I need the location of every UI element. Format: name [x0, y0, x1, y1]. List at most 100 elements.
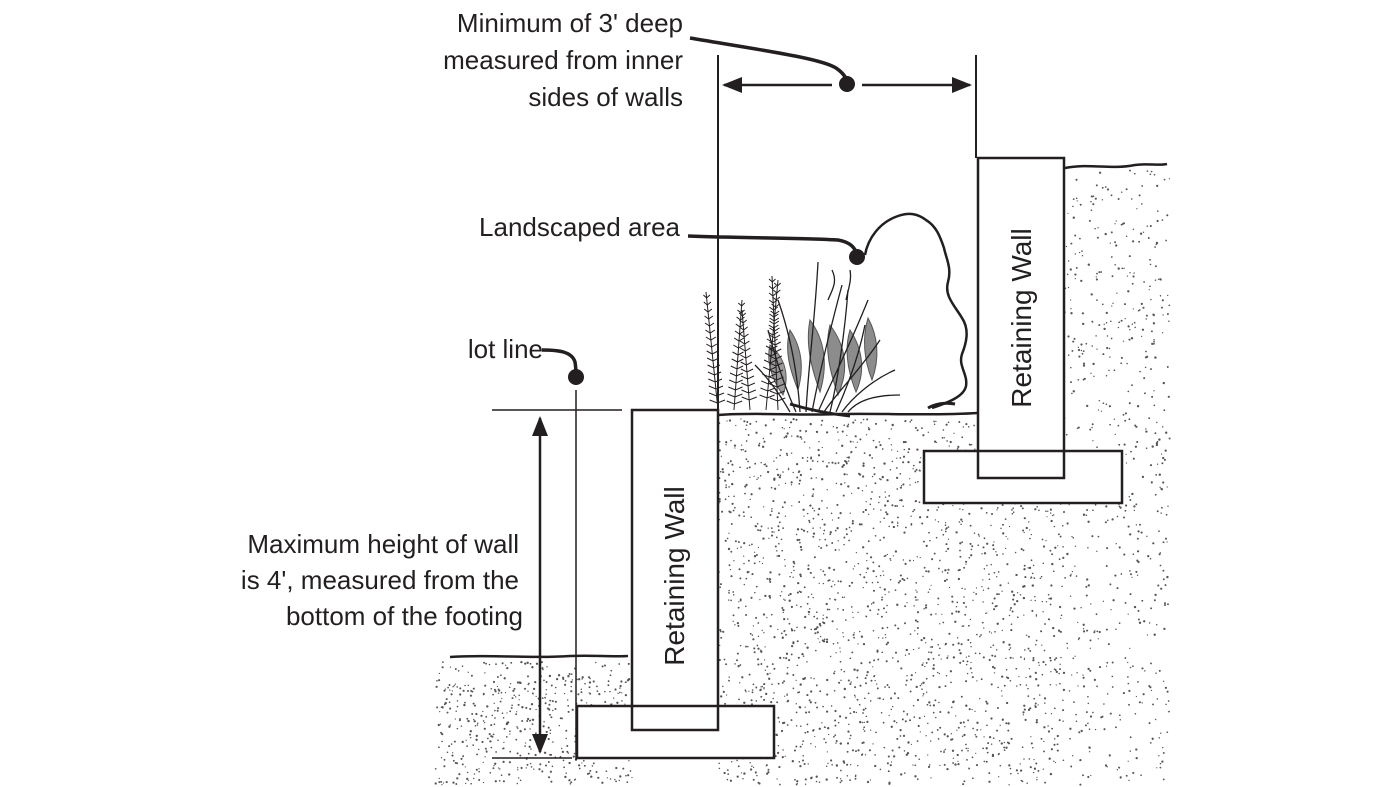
soil-dot: [1098, 666, 1102, 669]
soil-dot: [892, 525, 896, 529]
soil-dot: [1117, 424, 1120, 427]
soil-dot: [1033, 758, 1035, 761]
soil-dot: [1029, 766, 1032, 769]
soil-dot: [944, 522, 947, 524]
soil-dot: [516, 752, 519, 755]
soil-dot: [938, 672, 941, 675]
soil-dot: [921, 663, 924, 667]
soil-dot: [969, 641, 972, 644]
fern-leaflet: [740, 361, 753, 366]
soil-dot: [783, 680, 786, 683]
soil-dot: [988, 772, 991, 775]
soil-dot: [951, 612, 954, 615]
soil-dot: [993, 667, 996, 670]
soil-dot: [866, 780, 870, 784]
soil-dot: [826, 678, 829, 682]
soil-dot: [836, 503, 839, 506]
soil-dot: [473, 777, 475, 780]
soil-dot: [783, 617, 786, 621]
soil-dot: [891, 449, 893, 451]
soil-dot: [990, 717, 993, 720]
soil-dot: [857, 765, 859, 767]
soil-dot: [752, 638, 755, 641]
soil-dot: [739, 466, 741, 469]
soil-dot: [492, 733, 495, 736]
fern-stem: [741, 309, 751, 411]
soil-dot: [1071, 570, 1074, 573]
soil-dot: [822, 614, 824, 616]
soil-dot: [855, 551, 858, 554]
soil-dot: [819, 635, 822, 638]
soil-dot: [1029, 537, 1031, 540]
soil-dot: [836, 527, 839, 530]
soil-dot: [745, 458, 748, 461]
soil-dot: [763, 440, 766, 443]
soil-dot: [1032, 771, 1035, 774]
soil-dot: [992, 737, 995, 740]
soil-dot: [981, 585, 983, 588]
soil-dot: [777, 529, 780, 532]
soil-dot: [743, 583, 746, 586]
soil-dot: [977, 533, 980, 536]
soil-dot: [815, 477, 817, 479]
soil-dot: [1045, 539, 1047, 542]
soil-dot: [894, 624, 897, 627]
soil-dot: [925, 642, 927, 644]
soil-dot: [1086, 509, 1089, 511]
soil-dot: [1021, 507, 1024, 510]
soil-dot: [972, 599, 974, 602]
soil-dot: [860, 523, 863, 526]
upper-retaining-wall: [976, 156, 1066, 480]
soil-dot: [904, 654, 907, 656]
soil-dot: [943, 751, 945, 754]
soil-dot: [979, 697, 981, 700]
soil-dot: [457, 669, 460, 672]
soil-dot: [843, 424, 845, 427]
soil-dot: [783, 428, 785, 430]
soil-dot: [1118, 443, 1121, 446]
soil-dot: [848, 539, 850, 542]
lot-line-callout-dot: [568, 369, 584, 385]
soil-dot: [951, 600, 954, 603]
soil-dot: [1148, 417, 1151, 420]
soil-dot: [933, 552, 936, 555]
soil-dot: [731, 463, 734, 466]
soil-dot: [912, 648, 915, 651]
soil-dot: [744, 485, 747, 488]
soil-dot: [481, 740, 484, 744]
soil-dot: [1083, 377, 1086, 380]
soil-dot: [1133, 505, 1136, 508]
soil-dot: [982, 579, 984, 581]
soil-dot: [554, 700, 557, 703]
soil-dot: [1019, 769, 1023, 772]
soil-dot: [1048, 618, 1051, 621]
soil-dot: [545, 681, 548, 683]
soil-dot: [565, 729, 568, 732]
soil-dot: [1007, 742, 1011, 745]
soil-dot: [822, 570, 825, 573]
soil-dot: [1007, 538, 1009, 540]
soil-dot: [732, 509, 735, 512]
soil-dot: [1051, 727, 1053, 730]
soil-dot: [510, 706, 513, 709]
soil-dot: [781, 549, 784, 552]
soil-dot: [1140, 531, 1143, 534]
soil-dot: [859, 438, 862, 441]
soil-dot: [509, 683, 512, 685]
soil-dot: [1019, 683, 1022, 686]
grass-blade: [754, 364, 791, 413]
soil-dot: [527, 690, 529, 692]
soil-dot: [807, 567, 810, 571]
soil-dot: [508, 773, 511, 776]
soil-dot: [994, 655, 997, 658]
soil-dot: [751, 543, 753, 546]
soil-dot: [1072, 340, 1075, 343]
soil-dot: [441, 732, 444, 736]
soil-dot: [993, 672, 996, 674]
soil-dot: [1082, 685, 1086, 688]
soil-dot: [1041, 538, 1044, 541]
soil-dot: [1082, 674, 1084, 676]
soil-dot: [524, 745, 526, 747]
soil-dot: [816, 631, 819, 634]
soil-dot: [1143, 281, 1145, 283]
